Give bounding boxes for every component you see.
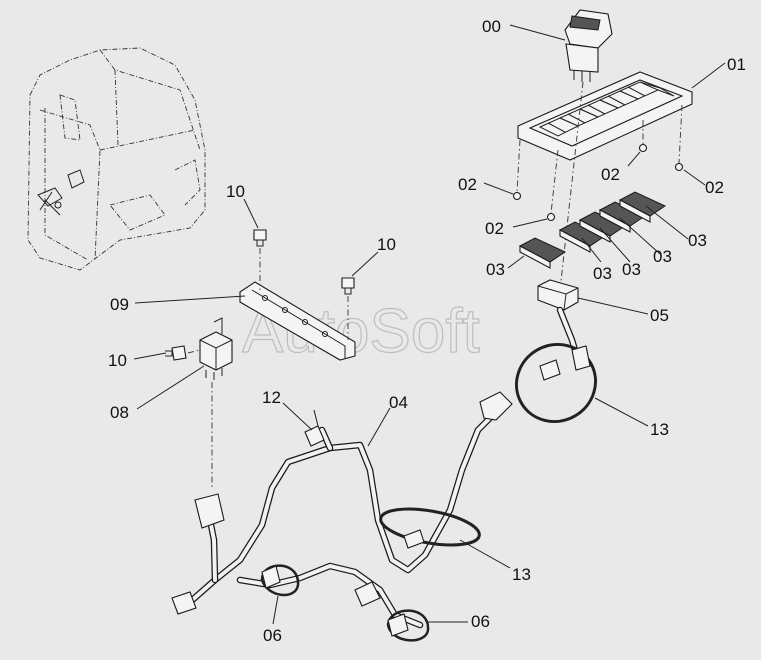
callout-03: 03 (688, 231, 707, 250)
callout-labels: 00 01 02 02 02 02 03 03 03 03 03 04 05 0… (108, 17, 746, 645)
callout-03: 03 (593, 264, 612, 283)
screws-part (512, 143, 684, 222)
callout-02: 02 (485, 219, 504, 238)
callout-08: 08 (110, 403, 129, 422)
callout-02: 02 (705, 178, 724, 197)
callout-04: 04 (389, 393, 408, 412)
callout-02: 02 (601, 165, 620, 184)
connector-part (537, 279, 579, 311)
callout-00: 00 (482, 17, 501, 36)
leader-lines (133, 24, 726, 625)
cab-overview-illustration (27, 47, 206, 271)
callout-13: 13 (512, 565, 531, 584)
callout-13: 13 (650, 420, 669, 439)
callout-06: 06 (263, 626, 282, 645)
callout-03: 03 (653, 247, 672, 266)
callout-10: 10 (108, 351, 127, 370)
callout-12: 12 (262, 388, 281, 407)
callout-06: 06 (471, 612, 490, 631)
relay-part (199, 317, 233, 380)
callout-02: 02 (458, 175, 477, 194)
blank-covers-part (518, 191, 667, 269)
callout-10: 10 (226, 182, 245, 201)
callout-03: 03 (486, 260, 505, 279)
rocker-switch-part (564, 9, 613, 82)
cable-ties-part (379, 342, 598, 549)
callout-10: 10 (377, 235, 396, 254)
callout-01: 01 (727, 55, 746, 74)
wire-harness-part (171, 306, 582, 629)
callout-09: 09 (110, 295, 129, 314)
bracket-part (239, 281, 356, 361)
callout-03: 03 (622, 260, 641, 279)
clamps-part (260, 564, 430, 642)
switch-panel-part (517, 71, 693, 161)
bolts-part (165, 229, 355, 361)
callout-05: 05 (650, 306, 669, 325)
